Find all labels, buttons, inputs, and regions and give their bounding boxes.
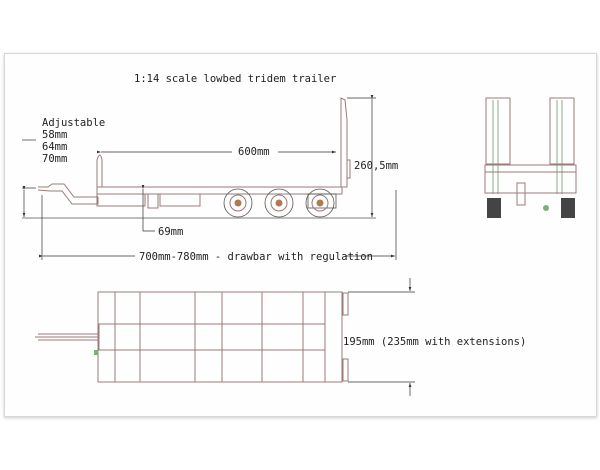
front-post bbox=[96, 154, 103, 187]
adjustable-label: Adjustable bbox=[42, 117, 105, 129]
ramp bbox=[340, 97, 348, 188]
adjustable-value: 58mm bbox=[42, 129, 67, 141]
wheel bbox=[223, 188, 253, 218]
rear-bumper bbox=[307, 193, 337, 209]
top-view: 195mm (235mm with extensions) bbox=[35, 278, 526, 396]
drawbar bbox=[35, 333, 99, 341]
height-label: 260,5mm bbox=[354, 160, 398, 172]
wheel bbox=[305, 188, 335, 218]
total-length-label: 700mm-780mm - drawbar with regulation bbox=[139, 251, 373, 263]
rear-view bbox=[484, 97, 577, 218]
deck bbox=[97, 291, 343, 383]
width-label: 195mm (235mm with extensions) bbox=[343, 336, 526, 348]
adjustable-value: 64mm bbox=[42, 141, 67, 153]
drawing-title: 1:14 scale lowbed tridem trailer bbox=[134, 73, 336, 85]
wheel bbox=[264, 188, 294, 218]
deck-length-label: 600mm bbox=[238, 146, 270, 158]
drawbar bbox=[37, 183, 99, 205]
ramp-hinge bbox=[346, 159, 351, 179]
chassis-box bbox=[159, 193, 201, 207]
chassis-box bbox=[147, 193, 159, 209]
clearance-label: 69mm bbox=[158, 226, 183, 238]
side-view: 600mm 260,5mm Adjustable 58mm 64mm 70mm … bbox=[22, 94, 398, 263]
ramp bbox=[342, 292, 349, 316]
rear-body bbox=[484, 164, 577, 194]
wheel bbox=[561, 198, 575, 218]
deck bbox=[96, 186, 343, 195]
clearance-leader bbox=[141, 184, 155, 232]
center-band bbox=[98, 323, 326, 351]
wheel bbox=[487, 198, 501, 218]
chassis-box bbox=[96, 193, 146, 207]
adjustable-value: 70mm bbox=[42, 153, 67, 165]
ramp bbox=[342, 358, 349, 382]
